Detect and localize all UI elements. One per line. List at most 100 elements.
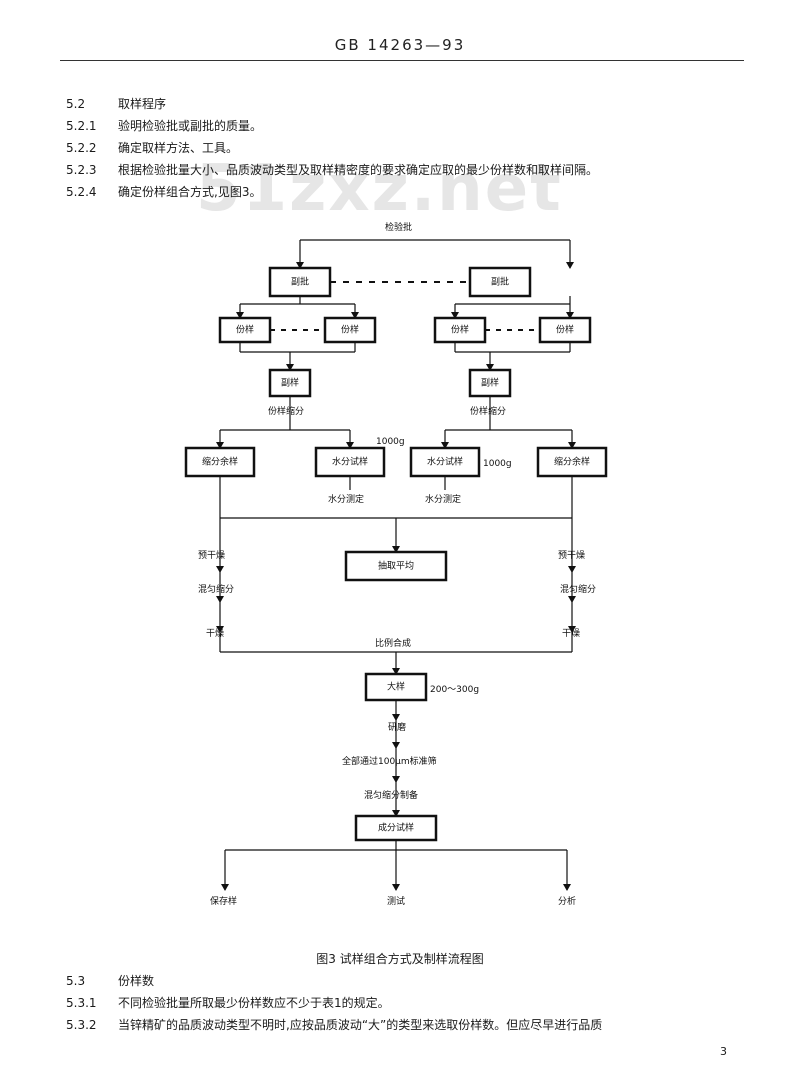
bulk-mass-label: 200～300g (430, 685, 479, 695)
box-label: 副样 (281, 377, 299, 389)
box-label: 大样 (387, 681, 405, 693)
section-5-2-4: 5.2.4 确定份样组合方式,见图3。 (66, 183, 261, 200)
arrow-down-icon (568, 566, 576, 573)
section-number: 5.3.1 (66, 996, 97, 1010)
box-label: 份样 (341, 324, 359, 336)
dry-left-label: 干燥 (206, 628, 224, 639)
sublot-sample-right-box: 副样 (468, 368, 512, 398)
averaging-box: 抽取平均 (344, 550, 448, 582)
arrow-down-icon (566, 312, 574, 319)
section-5-2-1: 5.2.1 验明检验批或副批的质量。 (66, 117, 262, 134)
reduced-sample-left-box: 缩分余样 (184, 446, 256, 478)
box-label: 缩分余样 (554, 456, 590, 468)
section-5-2-3: 5.2.3 根据检验批量大小、品质波动类型及取样精密度的要求确定应取的最少份样数和… (66, 161, 598, 178)
increment-box: 份样 (538, 316, 592, 344)
section-5-3-1: 5.3.1 不同检验批量所取最少份样数应不少于表1的规定。 (66, 994, 390, 1011)
dry-right-label: 干燥 (562, 628, 580, 639)
moisture-sample-left-box: 水分试样 (314, 446, 386, 478)
watermark: 51zxz.net (196, 152, 563, 226)
assay-label: 测试 (387, 895, 405, 907)
arrow-down-icon (346, 442, 354, 449)
box-label: 水分试样 (332, 456, 368, 468)
arrow-down-icon (486, 364, 494, 371)
section-number: 5.2.3 (66, 163, 97, 177)
arrow-down-icon (392, 776, 400, 783)
predry-right-label: 预干燥 (558, 550, 585, 561)
figure-caption: 图3 试样组合方式及制样流程图 (316, 952, 484, 966)
section-number: 5.3 (66, 974, 86, 988)
arrow-down-icon (392, 714, 400, 721)
crush-label: 研磨 (388, 722, 406, 733)
arrow-down-icon (451, 312, 459, 319)
section-5-2: 5.2 取样程序 (66, 95, 166, 112)
section-number: 5.2 (66, 97, 86, 111)
arrow-down-icon (392, 668, 400, 675)
section-text: 不同检验批量所取最少份样数应不少于表1的规定。 (118, 996, 390, 1010)
mix-divide-label: 混匀缩分制备 (364, 789, 418, 801)
lot-label: 检验批 (385, 221, 412, 233)
arrow-down-icon (392, 810, 400, 817)
moisture-determination-right: 水分测定 (425, 493, 461, 505)
mix-right-label: 混匀缩分 (560, 583, 596, 595)
page-header: GB 14263—93 (334, 36, 466, 54)
arrow-down-icon (351, 312, 359, 319)
box-label: 份样 (451, 324, 469, 336)
box-label: 抽取平均 (378, 560, 414, 572)
arrow-down-icon (441, 442, 449, 449)
section-number: 5.2.1 (66, 119, 97, 133)
arrow-down-icon (216, 596, 224, 603)
arrow-down-icon (286, 364, 294, 371)
arrow-down-icon (236, 312, 244, 319)
box-label: 副批 (491, 276, 509, 288)
arrow-down-icon (296, 262, 304, 269)
section-5-2-2: 5.2.2 确定取样方法、工具。 (66, 139, 238, 156)
arrow-down-icon (392, 742, 400, 749)
increment-box: 份样 (433, 316, 487, 344)
increment-box: 份样 (323, 316, 377, 344)
bulk-sample-box: 大样 (364, 672, 428, 702)
mass-right-label: 1000g (483, 459, 512, 469)
arrow-down-icon (392, 546, 400, 553)
box-label: 水分试样 (427, 456, 463, 468)
division-left-label: 份样缩分 (268, 405, 304, 417)
predry-left-label: 预干燥 (198, 550, 225, 561)
section-number: 5.2.4 (66, 185, 97, 199)
section-text: 确定份样组合方式,见图3。 (118, 185, 262, 199)
box-label: 份样 (236, 324, 254, 336)
box-label: 缩分余样 (202, 456, 238, 468)
section-text: 验明检验批或副批的质量。 (118, 119, 263, 133)
section-text: 取样程序 (118, 97, 167, 111)
sieve-label: 全部通过100μm标准筛 (342, 755, 437, 767)
proportional-label: 比例合成 (375, 637, 411, 649)
arrow-down-icon (568, 442, 576, 449)
mix-left-label: 混匀缩分 (198, 583, 234, 595)
arrow-down-icon (563, 884, 571, 891)
arrow-down-icon (221, 884, 229, 891)
increment-box: 份样 (218, 316, 272, 344)
section-text: 份样数 (118, 974, 155, 988)
mass-left-label: 1000g (376, 437, 405, 447)
arrow-down-icon (216, 566, 224, 573)
box-label: 副批 (291, 276, 309, 288)
arrow-down-icon (216, 442, 224, 449)
box-label: 份样 (556, 324, 574, 336)
moisture-sample-right-box: 水分试样 (409, 446, 481, 478)
page-number: 3 (720, 1045, 727, 1058)
section-number: 5.3.2 (66, 1018, 97, 1032)
arrow-down-icon (566, 262, 574, 269)
arrow-down-icon (568, 596, 576, 603)
header-rule (60, 60, 744, 61)
arrow-down-icon (568, 626, 576, 633)
arrow-down-icon (392, 884, 400, 891)
analysis-sample-box: 成分试样 (354, 814, 438, 842)
split-label: 分析 (558, 895, 576, 907)
section-number: 5.2.2 (66, 141, 97, 155)
arrow-down-icon (216, 626, 224, 633)
section-text: 确定取样方法、工具。 (118, 141, 239, 155)
box-label: 副样 (481, 377, 499, 389)
reduced-sample-right-box: 缩分余样 (536, 446, 608, 478)
sublot-right-box: 副批 (468, 266, 532, 298)
sublot-sample-left-box: 副样 (268, 368, 312, 398)
section-text: 根据检验批量大小、品质波动类型及取样精密度的要求确定应取的最少份样数和取样间隔。 (118, 163, 599, 177)
